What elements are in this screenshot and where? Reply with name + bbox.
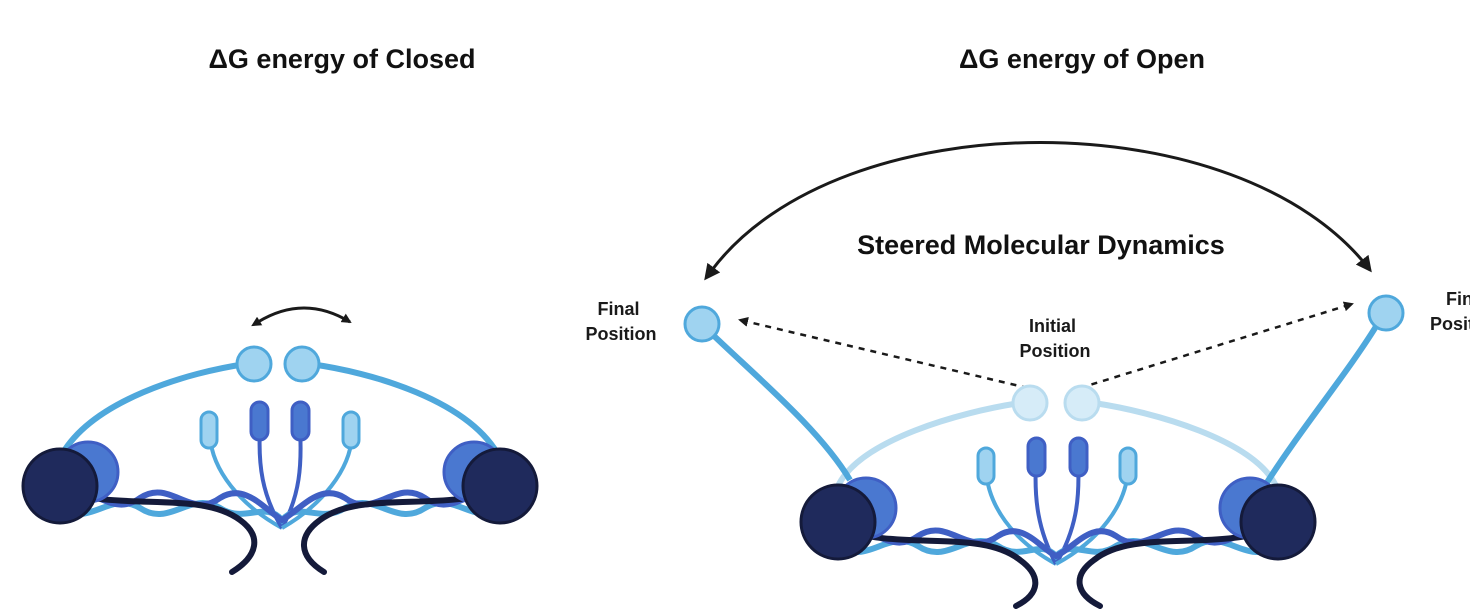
open-arm-left — [709, 331, 853, 482]
closed-frond-tip-1 — [199, 410, 219, 450]
final-position-label-left: Final Position — [586, 299, 657, 344]
initial-sphere-right — [1063, 384, 1101, 422]
open-frond-tip-3 — [1068, 436, 1089, 478]
closed-tip-sphere-left — [235, 345, 273, 383]
open-initial-arm-left — [835, 400, 1021, 488]
final-position-label-right: Final Position — [1430, 289, 1470, 334]
open-frond-tip-1 — [976, 446, 996, 486]
final-label-right-line2: Position — [1430, 314, 1470, 334]
closed-swing-arrow — [251, 306, 352, 327]
open-helix-dark-right — [1076, 525, 1279, 609]
smd-arc-arrow — [704, 141, 1372, 281]
open-domain-front-left — [799, 483, 877, 561]
final-label-left-line1: Final — [597, 299, 639, 319]
final-label-right-line1: Final — [1446, 289, 1470, 309]
smd-label: Steered Molecular Dynamics — [857, 230, 1225, 260]
initial-label-line1: Initial — [1029, 316, 1076, 336]
final-sphere-left — [683, 305, 721, 343]
closed-structure — [21, 306, 539, 575]
final-sphere-right — [1367, 294, 1405, 332]
open-arm-right — [1263, 318, 1383, 486]
dashed-arrow-left — [738, 316, 1029, 390]
open-structure: Steered Molecular Dynamics — [586, 141, 1470, 609]
open-frond-tip-2 — [1026, 436, 1047, 478]
closed-helix-dark-right — [301, 487, 503, 575]
open-domain-front-right — [1239, 483, 1317, 561]
closed-arm-right — [309, 361, 503, 460]
initial-sphere-left — [1011, 384, 1049, 422]
closed-frond-tip-3 — [290, 400, 311, 442]
closed-frond-tip-2 — [249, 400, 270, 442]
closed-title: ΔG energy of Closed — [209, 44, 476, 74]
closed-helix-dark — [57, 487, 258, 575]
dashed-arrow-right — [1079, 301, 1354, 390]
closed-domain-front-right — [461, 447, 539, 525]
open-helix-dark-left — [835, 525, 1039, 609]
closed-helix-mid — [58, 489, 507, 524]
initial-label-line2: Position — [1020, 341, 1091, 361]
open-frond-tip-4 — [1118, 446, 1138, 486]
open-initial-arm-right — [1093, 400, 1279, 488]
closed-domain-front-left — [21, 447, 99, 525]
closed-tip-sphere-right — [283, 345, 321, 383]
open-helix-mid — [836, 527, 1278, 560]
closed-arm-left — [57, 361, 247, 460]
open-title: ΔG energy of Open — [959, 44, 1205, 74]
closed-frond-tip-4 — [341, 410, 361, 450]
final-label-left-line2: Position — [586, 324, 657, 344]
initial-position-label: Initial Position — [1020, 316, 1091, 361]
